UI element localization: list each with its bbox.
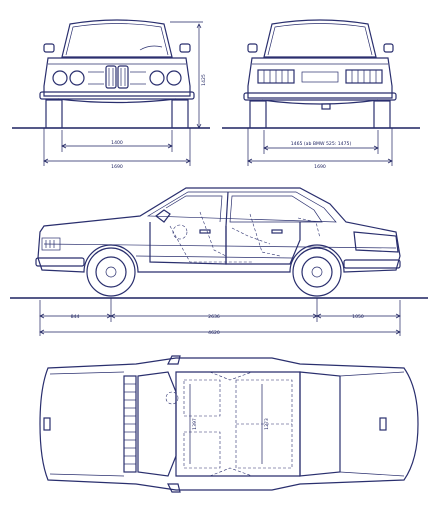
rear-plate-area: [301, 71, 339, 83]
side-rear-wheel: [292, 247, 342, 297]
top-interior-dashed: [165, 371, 293, 477]
top-interior-dimensions: 1397 1273: [189, 384, 270, 464]
front-headlight-right-outer: [166, 70, 182, 86]
side-beltline: [43, 243, 397, 249]
interior-length-value: 1273: [264, 418, 270, 430]
side-length-dimensions: 844 2636 1050 4620: [39, 298, 401, 336]
front-bumper: [39, 91, 195, 100]
rear-overhang-value: 1050: [352, 314, 364, 320]
front-left-mirror: [43, 43, 55, 53]
side-front-bumper: [35, 257, 85, 267]
rear-window: [263, 19, 377, 58]
top-front-emblem: [43, 417, 51, 431]
front-headlight-left-inner: [69, 70, 85, 86]
side-view: 844 2636 1050 4620: [10, 187, 428, 336]
rear-right-wheel: [373, 100, 391, 129]
front-view: 1425 1400 1690: [12, 19, 210, 170]
front-wiper: [139, 45, 163, 51]
side-rear-bumper: [343, 259, 401, 269]
rear-left-wheel: [249, 100, 267, 129]
front-overhang-value: 844: [71, 314, 80, 320]
top-body-outline: [39, 357, 419, 491]
side-b-pillar: [225, 191, 229, 227]
side-front-door: [149, 222, 227, 265]
side-front-window: [165, 195, 223, 223]
wheelbase-value: 2636: [208, 314, 220, 320]
side-headlight: [41, 237, 61, 251]
height-value: 1425: [201, 74, 207, 86]
rear-right-mirror: [383, 43, 394, 53]
front-headlight-right-inner: [149, 70, 165, 86]
top-left-mirror: [167, 355, 181, 365]
side-front-wheel: [86, 247, 136, 297]
interior-front-value: 1397: [192, 418, 198, 430]
rear-track-value: 1465 (ab BMW 525: 1475): [291, 141, 352, 147]
front-track-value: 1400: [111, 140, 123, 146]
side-greenhouse: [146, 191, 337, 223]
top-windshield: [137, 371, 177, 477]
rear-tail-light-left: [257, 69, 295, 84]
front-body: [43, 57, 191, 97]
top-trunk-lock: [379, 417, 387, 431]
rear-track-dimension: 1465 (ab BMW 525: 1475): [263, 130, 379, 154]
front-headlight-left-outer: [52, 70, 68, 86]
rear-bumper: [243, 92, 397, 101]
front-left-wheel: [45, 99, 63, 129]
rear-tail-light-right: [345, 69, 383, 84]
rear-door-handle: [271, 229, 283, 234]
front-track-dimension: 1400: [61, 130, 173, 152]
front-right-mirror: [179, 43, 191, 53]
rear-width-value: 1690: [314, 164, 326, 170]
front-door-handle: [199, 229, 211, 234]
top-right-mirror: [167, 483, 181, 493]
rear-left-mirror: [247, 43, 258, 53]
side-interior-dashed: [169, 211, 321, 263]
rear-exhaust: [321, 103, 331, 110]
overall-length-value: 4620: [208, 330, 220, 336]
side-rear-window: [229, 195, 323, 223]
front-width-dimension: 1690: [43, 128, 191, 170]
side-mirror: [155, 209, 171, 223]
side-tail-light: [353, 231, 399, 253]
top-view: 1397 1273: [39, 355, 419, 493]
rear-view: 1465 (ab BMW 525: 1475) 1690: [222, 19, 420, 170]
rear-width-dimension: 1690: [247, 128, 393, 170]
side-body-outline: [37, 187, 401, 273]
top-cowl-vent: [123, 375, 137, 473]
front-width-value: 1690: [111, 164, 123, 170]
height-dimension: 1425: [170, 21, 207, 129]
top-rear-window: [299, 371, 341, 477]
rear-body: [247, 57, 393, 99]
front-windshield: [61, 19, 173, 58]
side-rear-door: [225, 222, 301, 265]
front-kidney-grille: [105, 65, 129, 89]
front-right-wheel: [171, 99, 189, 129]
